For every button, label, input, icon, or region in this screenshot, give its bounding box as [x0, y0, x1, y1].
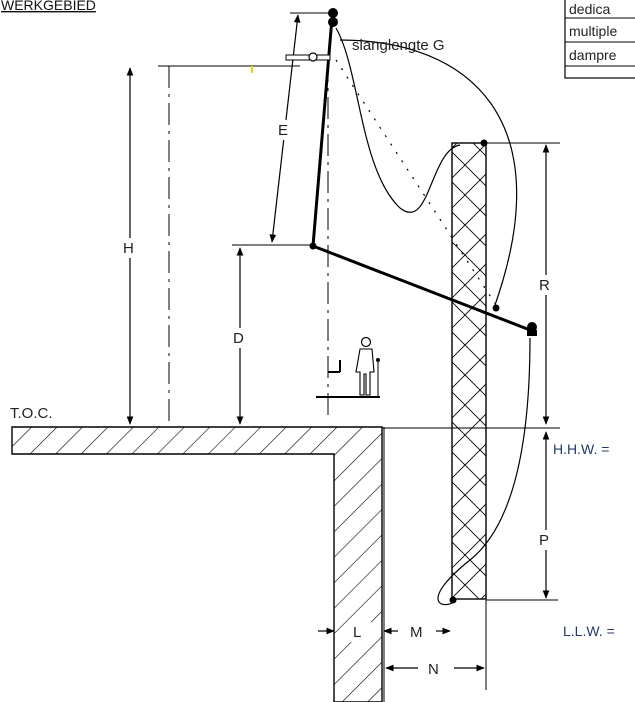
dim-l-label: L	[353, 624, 361, 641]
dim-p-label: P	[539, 532, 549, 549]
loading-arm	[285, 8, 537, 336]
spec-table: dedica multiple dampre	[564, 0, 635, 79]
dim-m-label: M	[410, 624, 423, 641]
table-row: dampre	[569, 47, 617, 63]
table-row: multiple	[569, 23, 617, 39]
dim-h-label: H	[123, 240, 134, 257]
llw-label: L.L.W. =	[563, 623, 615, 639]
dim-n: N	[385, 600, 487, 690]
dim-m: M	[410, 624, 451, 641]
dim-r-label: R	[539, 277, 550, 294]
dim-n-label: N	[428, 661, 439, 678]
ship-hull	[451, 142, 487, 600]
diagram-title: WERKGEBIED	[1, 0, 96, 13]
dim-d-label: D	[233, 330, 244, 347]
hose-lines	[335, 27, 531, 606]
hhw-label: H.H.W. =	[553, 441, 609, 457]
quay-structure	[11, 426, 383, 702]
table-row: dedica	[569, 1, 610, 17]
dim-l: L	[318, 622, 398, 642]
operator-figure	[316, 336, 380, 398]
dim-e-label: E	[278, 122, 288, 139]
hose-length-label: slanglengte G	[352, 37, 445, 54]
toc-label: T.O.C.	[10, 405, 53, 422]
level-marker	[251, 66, 253, 73]
